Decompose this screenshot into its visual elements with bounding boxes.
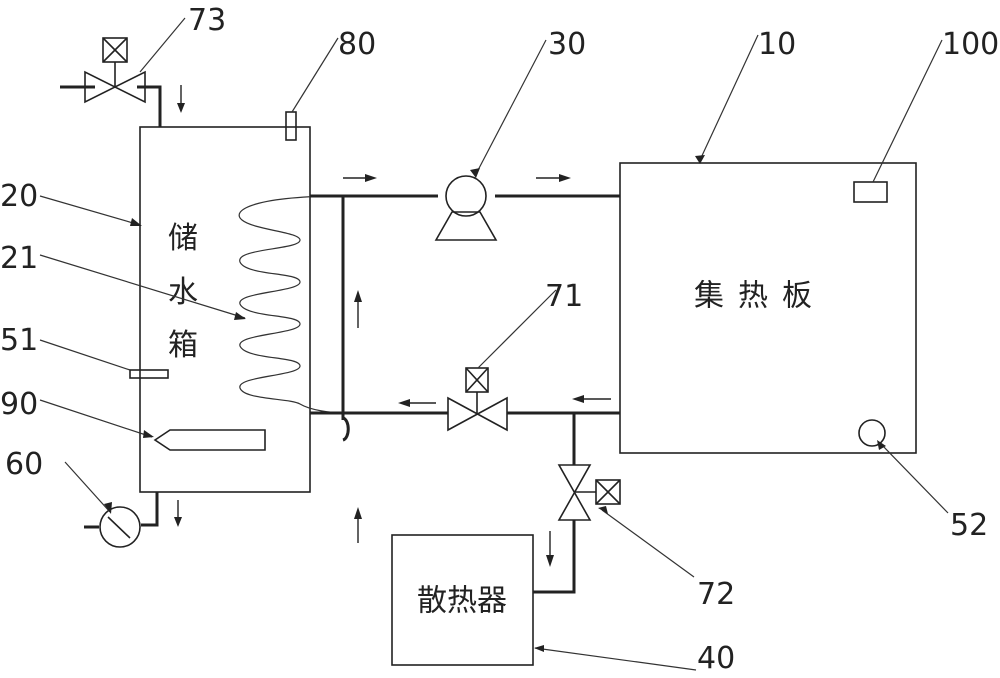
outlet-pipe (84, 492, 182, 548)
valve-72-actuator-icon (595, 479, 621, 505)
ref-30: 30 (548, 27, 586, 62)
inlet-pipe (60, 37, 185, 127)
ref-20: 20 (0, 179, 38, 214)
ref-72: 72 (697, 577, 735, 612)
heater-element (153, 429, 266, 451)
ref-21: 21 (0, 241, 38, 276)
sensor-80 (285, 111, 297, 141)
storage-tank: 储 水 箱 (139, 126, 311, 493)
collector-label: 集热板 (694, 279, 826, 314)
ref-52: 52 (950, 508, 988, 543)
flow-arrows (343, 174, 611, 567)
tank-label-char-1: 储 (168, 221, 198, 256)
ref-80: 80 (338, 27, 376, 62)
tank-label-char-3: 箱 (168, 328, 198, 363)
ref-10: 10 (758, 27, 796, 62)
ref-71: 71 (545, 279, 583, 314)
tank-label-char-2: 水 (168, 275, 198, 310)
ref-60: 60 (5, 447, 43, 482)
temperature-sensor-51 (129, 369, 169, 379)
radiator: 散热器 (391, 534, 534, 666)
ref-73: 73 (188, 3, 226, 38)
temperature-sensor-52 (858, 419, 886, 447)
solar-collector: 集热板 (619, 162, 917, 454)
leader-arrowheads (104, 155, 886, 652)
pump (434, 175, 498, 241)
valve-71-actuator-icon (465, 367, 489, 393)
valve-71 (447, 367, 508, 432)
ref-40: 40 (697, 641, 735, 673)
valve-72 (557, 464, 621, 521)
ref-51: 51 (0, 323, 38, 358)
sensor-100 (853, 181, 888, 203)
heating-coil (238, 195, 346, 414)
valve-73-body (84, 70, 146, 104)
ref-100: 100 (942, 27, 999, 62)
leader-lines (39, 17, 949, 671)
valve-73-actuator-icon (102, 37, 128, 63)
ref-90: 90 (0, 387, 38, 422)
pressure-gauge-icon (99, 506, 141, 548)
reference-numbers: 73 80 30 10 100 20 21 51 90 60 71 72 40 … (0, 3, 999, 676)
radiator-label: 散热器 (417, 584, 507, 619)
